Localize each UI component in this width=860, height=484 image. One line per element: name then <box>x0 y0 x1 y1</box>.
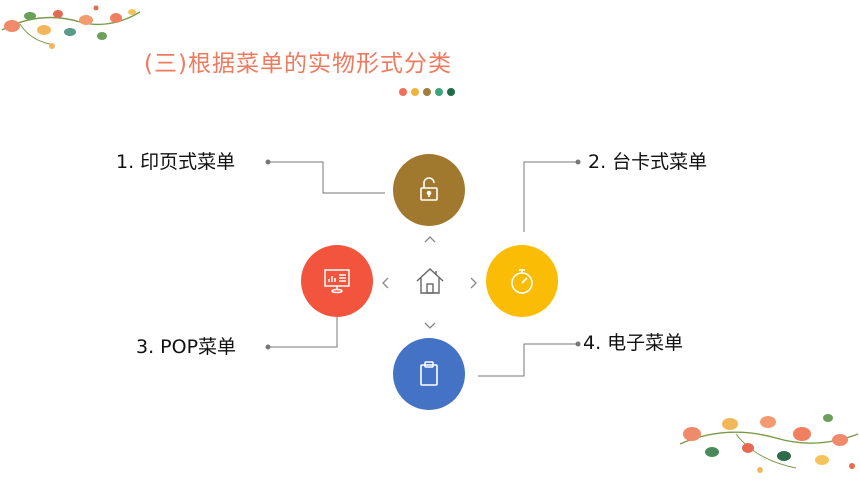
title-dot <box>435 88 443 96</box>
floral-decoration-bottom-right <box>679 414 859 473</box>
presentation-icon <box>324 269 350 294</box>
item-label-pop: 3. POP菜单 <box>136 336 237 358</box>
chevron-up-icon <box>424 236 436 243</box>
title-dot <box>423 88 431 96</box>
circle-electronic-menu <box>393 338 465 410</box>
item-label-electronic: 4. 电子菜单 <box>583 332 684 354</box>
item-label-print: 1. 印页式菜单 <box>116 151 236 173</box>
title-dot <box>399 88 407 96</box>
floral-decoration-top-left <box>1 5 141 49</box>
clipboard-icon <box>420 361 438 386</box>
home-icon <box>416 268 444 294</box>
title-dot <box>411 88 419 96</box>
chevron-down-icon <box>424 322 436 329</box>
circle-print-menu <box>393 154 465 226</box>
slide-title: (三)根据菜单的实物形式分类 <box>144 51 452 77</box>
circle-pop-menu <box>301 245 373 317</box>
circle-table-card-menu <box>486 245 558 317</box>
unlock-icon <box>420 177 438 201</box>
chevron-right-icon <box>470 277 477 289</box>
title-dots <box>399 88 455 96</box>
chevron-left-icon <box>382 277 389 289</box>
stopwatch-icon <box>511 269 533 294</box>
title-dot <box>447 88 455 96</box>
item-label-table-card: 2. 台卡式菜单 <box>588 151 708 173</box>
